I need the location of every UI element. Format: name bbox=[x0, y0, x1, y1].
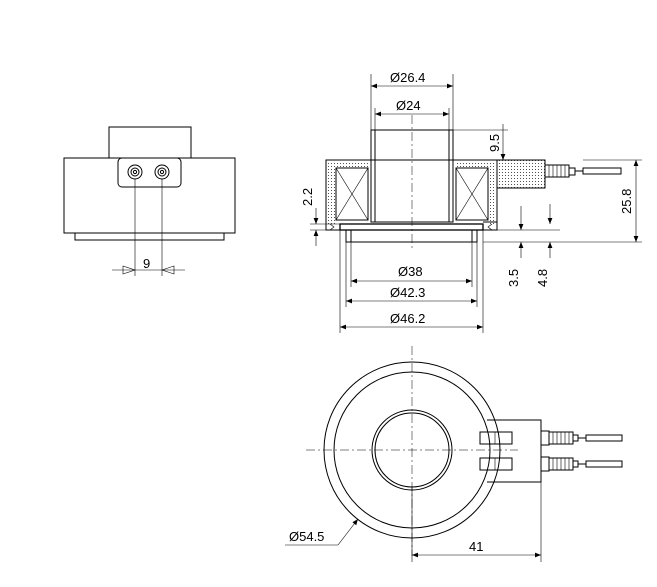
dim-flange-a: 3.5 bbox=[506, 269, 521, 287]
cable-gland-lower bbox=[540, 456, 623, 472]
side-view-top-block bbox=[108, 126, 192, 159]
dim-dia-46: Ø46.2 bbox=[390, 311, 425, 326]
terminal-left bbox=[127, 164, 143, 180]
dim-base-step: 2.2 bbox=[300, 188, 315, 206]
dim-flange-b: 4.8 bbox=[535, 269, 550, 287]
dim-total-height: 25.8 bbox=[619, 189, 634, 214]
terminal-plate bbox=[117, 157, 182, 188]
dim-connector-reach: 41 bbox=[469, 539, 483, 554]
dim-dia-42: Ø42.3 bbox=[390, 285, 425, 300]
top-view-connector bbox=[487, 419, 542, 483]
coil-left bbox=[335, 167, 369, 221]
cable-gland-upper bbox=[540, 430, 623, 446]
flange bbox=[339, 223, 484, 231]
connector-block bbox=[496, 159, 546, 189]
coil-right bbox=[455, 167, 489, 221]
side-view: 9 bbox=[63, 126, 236, 276]
dim-9-label: 9 bbox=[143, 256, 150, 271]
wire-lead bbox=[582, 167, 622, 175]
side-view-base bbox=[74, 232, 225, 241]
dim-body-diameter: Ø54.5 bbox=[289, 529, 324, 544]
dim-tube-height: 9.5 bbox=[487, 134, 502, 152]
dim-dia-38: Ø38 bbox=[398, 264, 423, 279]
terminal-right bbox=[154, 164, 170, 180]
side-view-body bbox=[63, 157, 236, 234]
top-view: Ø54.5 41 bbox=[285, 346, 623, 562]
section-view: Ø26.4 Ø24 9.5 25.8 2.2 3.5 4.8 Ø bbox=[300, 70, 642, 333]
dim-bore-outer: Ø26.4 bbox=[390, 70, 425, 85]
dim-bore-inner: Ø24 bbox=[396, 98, 421, 113]
